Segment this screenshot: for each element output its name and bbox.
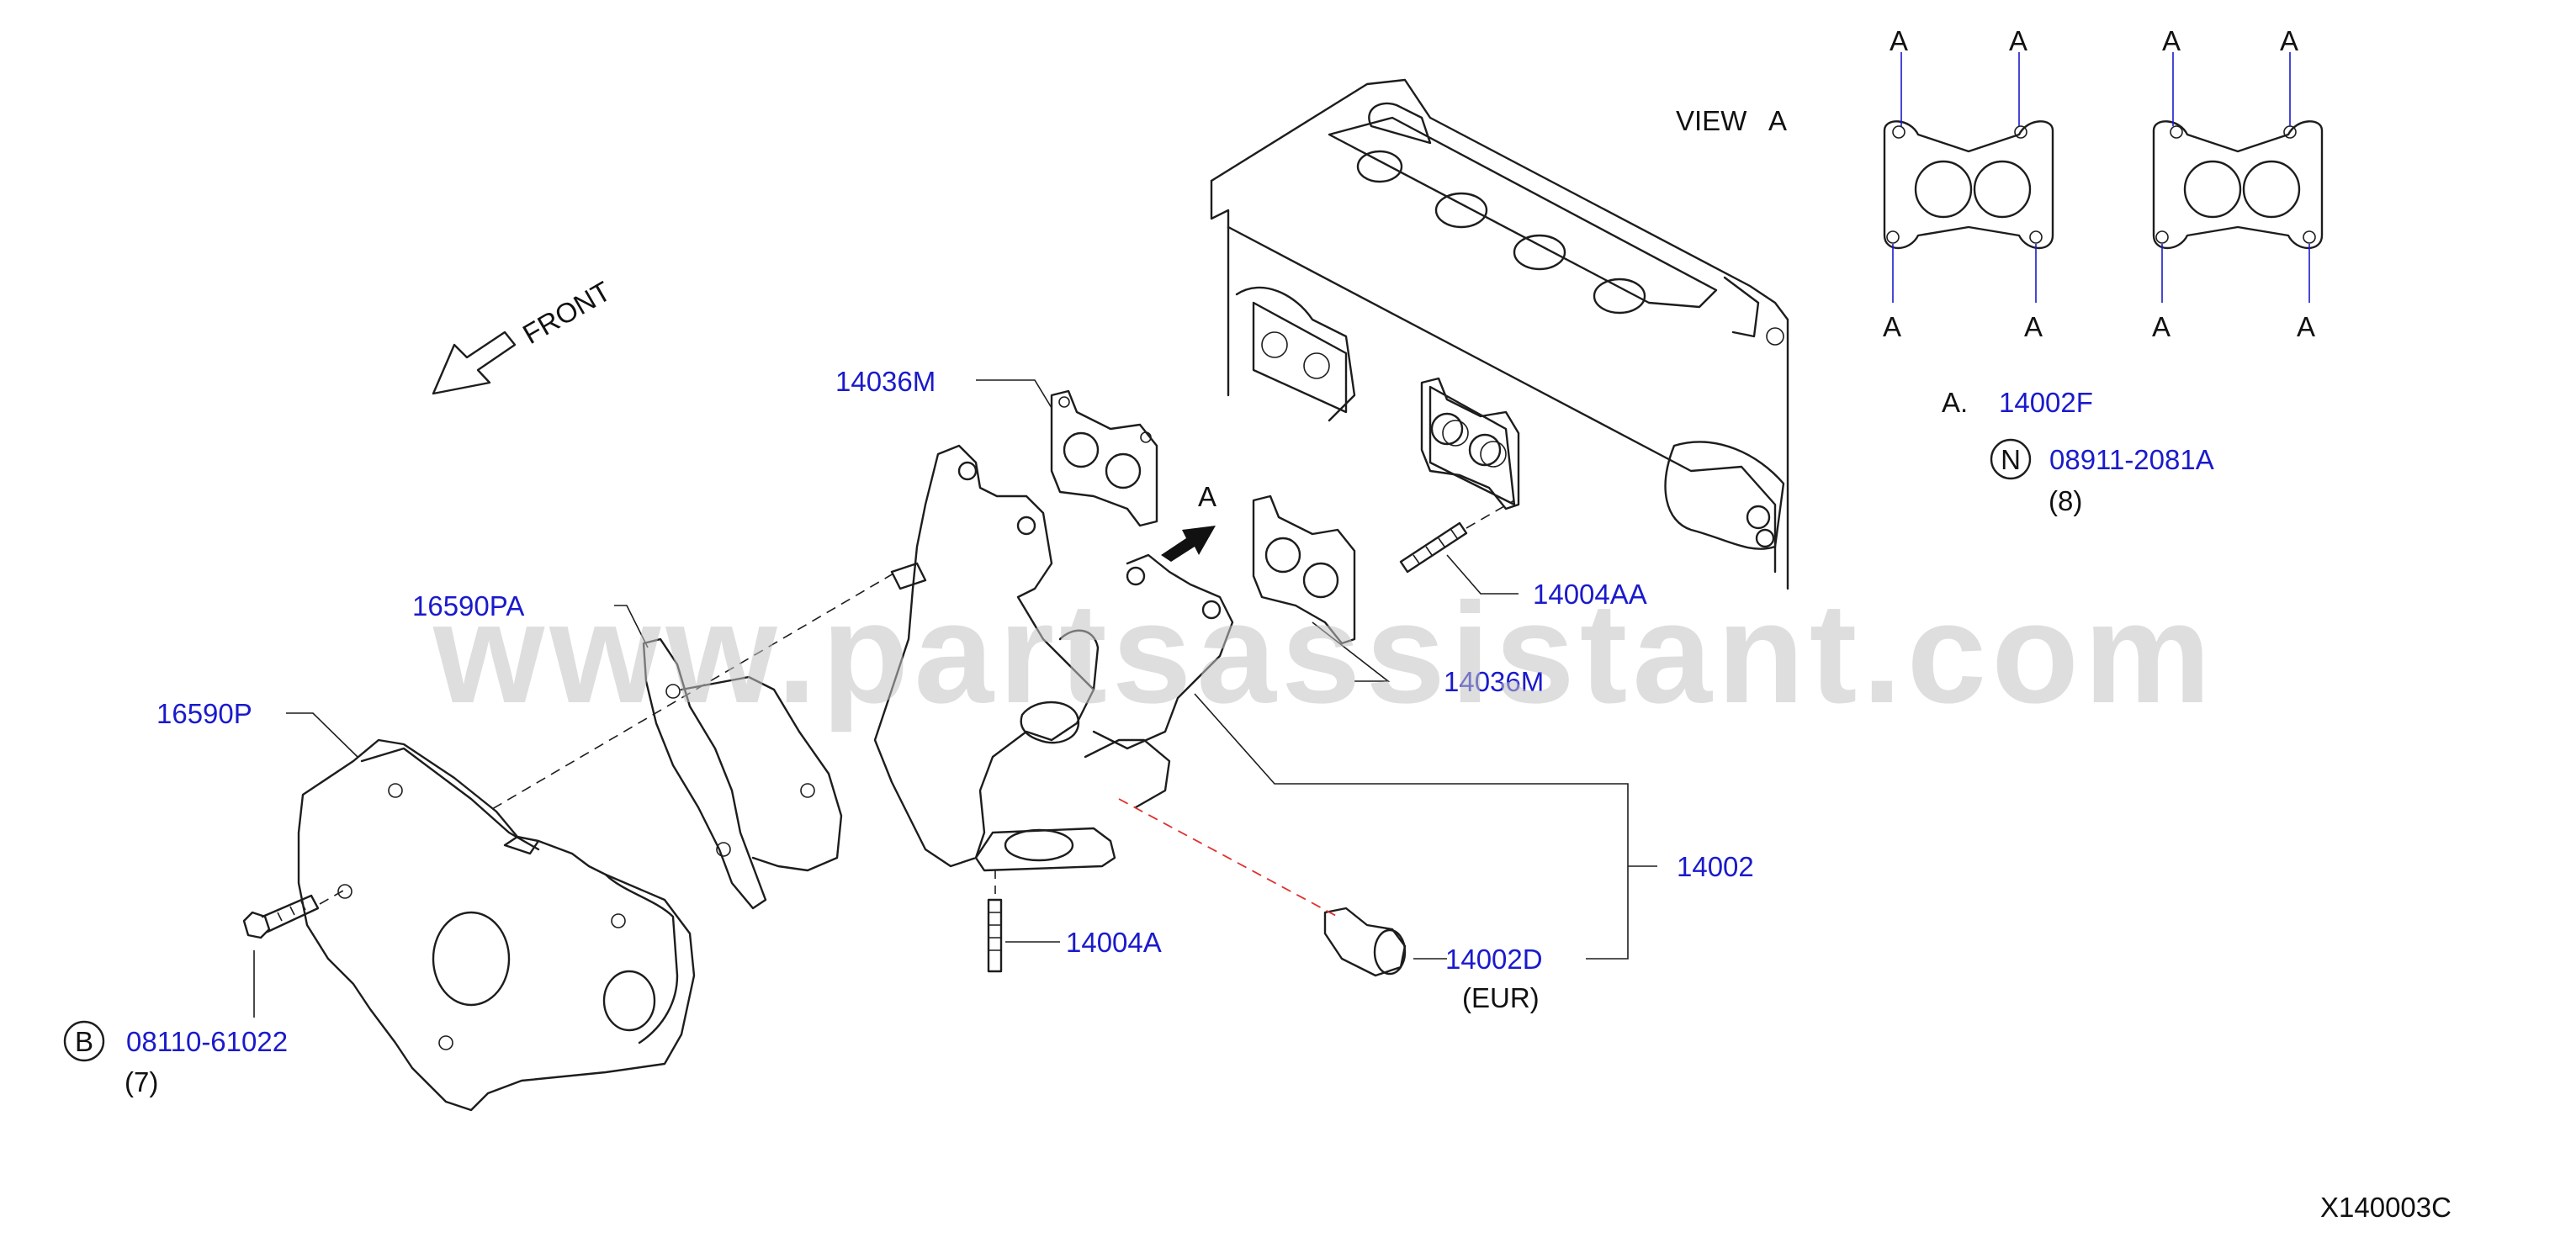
engine-block-illustration [1210, 78, 1789, 590]
nut-circle-letter: N [2001, 444, 2021, 475]
gasket-engine-side [1420, 377, 1520, 510]
view-a-marker: A [1198, 481, 1216, 512]
bolt-circle-badge [63, 1020, 105, 1062]
exhaust-manifold-14002 [873, 444, 1234, 872]
view-a-point-8: A [2297, 311, 2315, 342]
view-a-point-7: A [2152, 311, 2171, 342]
view-a-gasket-right [2152, 120, 2324, 250]
part-label-16590PA[interactable]: 16590PA [412, 590, 524, 621]
view-a-point-1: A [1890, 25, 1908, 56]
front-direction-arrow [432, 331, 517, 395]
nut-circle-badge [1990, 438, 2032, 480]
nut-quantity: (8) [2049, 485, 2082, 516]
plug-14002D [1323, 907, 1407, 977]
stud-14004A [987, 898, 1003, 973]
bolt-08110-61022 [242, 894, 320, 939]
part-label-14002D[interactable]: 14002D [1445, 944, 1543, 975]
front-label: FRONT [517, 275, 616, 350]
view-a-point-5: A [1883, 311, 1901, 342]
stud-14004AA [1399, 521, 1468, 574]
part-label-08911-2081A[interactable]: 08911-2081A [2049, 444, 2214, 475]
part-label-14002F[interactable]: 14002F [1999, 387, 2093, 418]
view-a-point-3: A [2162, 25, 2181, 56]
part-label-16590P[interactable]: 16590P [156, 698, 252, 729]
part-label-14036M-lower[interactable]: 14036M [1444, 666, 1544, 697]
view-a-title: VIEW A [1676, 105, 1787, 136]
heat-shield-16590P [297, 738, 696, 1112]
view-a-point-4: A [2280, 25, 2298, 56]
part-label-14004AA[interactable]: 14004AA [1533, 579, 1647, 610]
heat-insulator-16590PA [642, 637, 843, 910]
view-a-point-6: A [2024, 311, 2043, 342]
gasket-14036M-lower [1252, 494, 1356, 645]
diagram-code: X140003C [2320, 1192, 2451, 1223]
bolt-circle-letter: B [75, 1026, 93, 1057]
watermark: www.partsassistant.com [432, 574, 2216, 733]
bolt-quantity: (7) [125, 1066, 158, 1097]
part-label-14036M-upper[interactable]: 14036M [835, 366, 936, 397]
view-a-arrow [1161, 526, 1216, 562]
view-a-point-2: A [2009, 25, 2027, 56]
part-label-14004A[interactable]: 14004A [1066, 927, 1162, 958]
part-note-eur: (EUR) [1462, 982, 1540, 1013]
view-a-gasket-left [1883, 120, 2054, 250]
part-prefix-a: A. [1942, 387, 1968, 418]
part-label-14002[interactable]: 14002 [1677, 851, 1754, 882]
part-label-08110-61022[interactable]: 08110-61022 [126, 1026, 288, 1057]
gasket-14036M-upper [1050, 389, 1158, 527]
